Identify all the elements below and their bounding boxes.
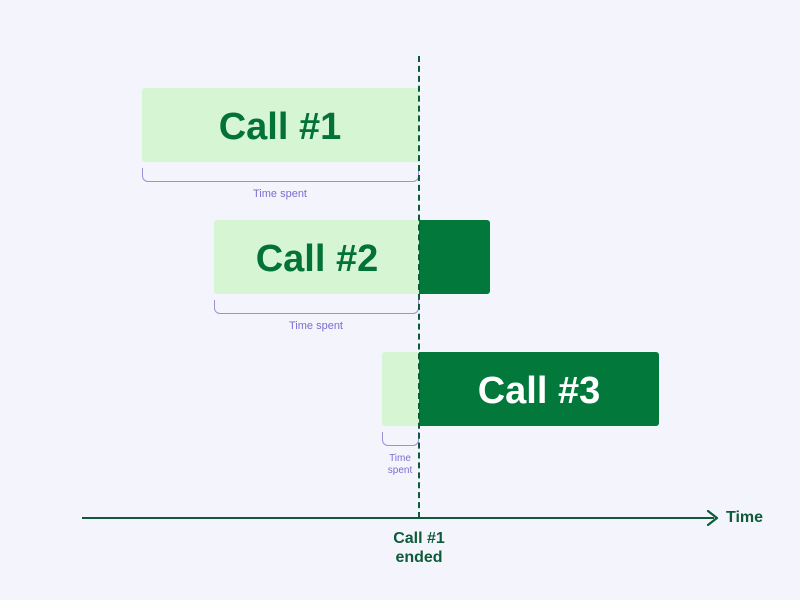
call-1-time-spent-bar [142, 88, 419, 162]
call-3-remaining-bar [419, 352, 659, 426]
call-1-time-spent-label: Time spent [252, 188, 308, 200]
call-1-ended-marker-line [418, 56, 420, 518]
call-1-label: Call #1 [218, 106, 342, 148]
call-1-ended-label-line-2: ended [395, 549, 443, 566]
call-2-time-spent-bar [214, 220, 419, 294]
call-3-time-spent-label: Time spent [388, 453, 412, 477]
call-1-ended-label: Call #1 ended [393, 529, 445, 567]
call-1-ended-label-line-1: Call #1 [393, 530, 445, 547]
time-axis-label: Time [726, 509, 764, 526]
call-3-label: Call #3 [477, 370, 601, 412]
call-3-time-spent-bracket [382, 432, 419, 446]
call-3-time-spent-label-line-1: Time [389, 453, 411, 464]
call-2-remaining-bar [419, 220, 490, 294]
arrow-right-icon [706, 510, 719, 526]
call-2-time-spent-label: Time spent [288, 320, 344, 332]
time-axis-line [82, 517, 714, 519]
call-3-time-spent-bar [382, 352, 419, 426]
call-1-time-spent-bracket [142, 168, 419, 182]
call-2-label: Call #2 [255, 238, 379, 280]
call-3-time-spent-label-line-2: spent [387, 465, 413, 476]
call-2-time-spent-bracket [214, 300, 419, 314]
